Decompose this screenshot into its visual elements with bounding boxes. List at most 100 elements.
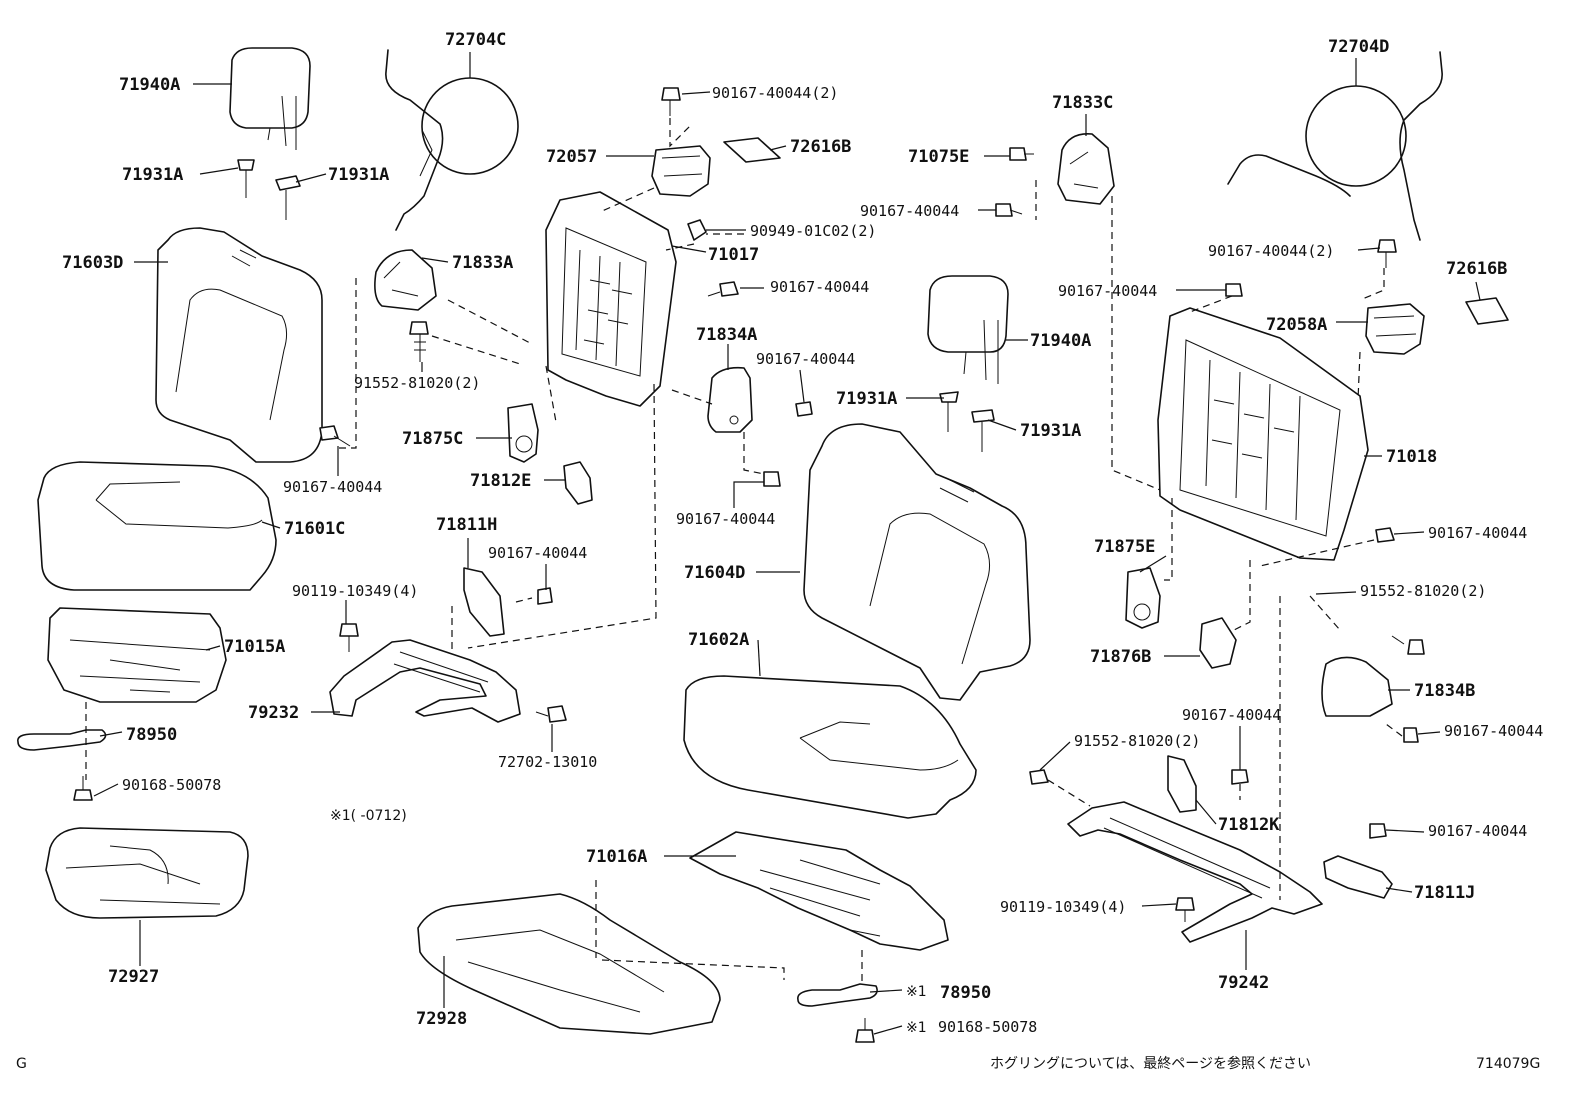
label-71833A: 71833A (452, 253, 513, 273)
label-90167-e: 90167-40044 (756, 350, 855, 368)
label-71811J: 71811J (1414, 883, 1475, 903)
label-71015A: 71015A (224, 637, 285, 657)
label-72058A: 72058A (1266, 315, 1327, 335)
label-90167-l: 90167-40044 (1182, 706, 1281, 724)
pad-72616B-left (723, 137, 781, 163)
label-79242: 79242 (1218, 973, 1269, 993)
label-71834B: 71834B (1414, 681, 1475, 701)
headrest-center (927, 275, 1009, 384)
label-90167-k: 90167-40044 (1444, 722, 1543, 740)
recliner-cover-71875C (507, 403, 539, 463)
footer-diagram-id: 714079G (1476, 1056, 1540, 1072)
label-71931A-1: 71931A (122, 165, 183, 185)
headrest-guide-left-2 (275, 175, 301, 220)
label-79232: 79232 (248, 703, 299, 723)
bolt-90167-71811H (537, 587, 553, 605)
label-72057: 72057 (546, 147, 597, 167)
footer-left-code: G (16, 1056, 27, 1072)
hinge-cover-71834B (1321, 656, 1393, 717)
seat-tray-left (45, 827, 249, 919)
seat-back-pad-center (803, 423, 1031, 701)
label-71940A-left: 71940A (119, 75, 180, 95)
label-90168-mid: 90168-50078 (938, 1018, 1037, 1036)
hog-ring-strap-center (796, 983, 878, 1007)
bolt-90167-right-top (1377, 239, 1397, 268)
label-72704D: 72704D (1328, 37, 1389, 57)
recliner-cable-left (385, 49, 519, 231)
bracket-71811J (1323, 855, 1393, 899)
hinge-cover-right (1057, 133, 1115, 205)
label-71604D: 71604D (684, 563, 745, 583)
label-90167-i: 90167-40044 (1058, 282, 1157, 300)
seat-back-frame-left (545, 191, 677, 407)
seat-cushion-pad-left (37, 461, 277, 591)
bolt-90167-top (661, 87, 681, 116)
label-90167-j: 90167-40044 (1428, 524, 1527, 542)
headrest-guide-left-1 (237, 159, 255, 198)
bolt-71075E (1009, 147, 1034, 161)
label-78950-mid: 78950 (940, 983, 991, 1003)
bolt-90167-71834A-lower (763, 471, 781, 487)
label-72927: 72927 (108, 967, 159, 987)
label-71875C: 71875C (402, 429, 463, 449)
label-90167-h: 90167-40044(2) (1208, 242, 1334, 260)
label-72616B-1: 72616B (790, 137, 851, 157)
cushion-frame-left (47, 607, 227, 703)
note-1: ※1( -0712) (330, 808, 407, 824)
bolt-90167-71811J (1369, 823, 1387, 839)
bolt-91552-left (409, 321, 429, 362)
label-71931A-3: 71931A (836, 389, 897, 409)
bolt-90167-right-side (1375, 527, 1395, 543)
bolt-90167-frame (707, 281, 739, 297)
bolt-90119-left (339, 623, 359, 652)
seat-cushion-pad-center (683, 675, 977, 819)
bolt-90167-71834A-upper (795, 401, 813, 417)
hinge-cover-71834A (707, 366, 753, 433)
bracket-72057 (651, 145, 711, 197)
label-90167-a: 90167-40044 (283, 478, 382, 496)
bolt-90168-center (855, 1018, 875, 1043)
bolt-90168-left (73, 776, 93, 801)
seat-rail-79232 (329, 639, 521, 723)
pad-72616B-right (1465, 297, 1509, 325)
bolt-90119-right (1175, 897, 1195, 922)
headrest-left (229, 47, 311, 150)
seat-back-frame-right (1157, 307, 1369, 561)
label-72928: 72928 (416, 1009, 467, 1029)
label-90167-m: 90167-40044 (1428, 822, 1527, 840)
label-71811H: 71811H (436, 515, 497, 535)
recliner-cable-right (1227, 51, 1443, 241)
headrest-guide-center-2 (971, 409, 995, 452)
label-71812K: 71812K (1218, 815, 1280, 835)
label-72704C: 72704C (445, 30, 506, 50)
label-90168-left: 90168-50078 (122, 776, 221, 794)
label-71833C: 71833C (1052, 93, 1113, 113)
label-71017: 71017 (708, 245, 759, 265)
mark-1-b: ※1 (906, 1020, 927, 1036)
label-71931A-4: 71931A (1020, 421, 1081, 441)
mark-1-a: ※1 (906, 984, 927, 1000)
recliner-cover-71875E (1125, 567, 1161, 629)
label-71812E: 71812E (470, 471, 531, 491)
bolt-90167-71812K (1231, 769, 1249, 785)
label-90949: 90949-01C02(2) (750, 222, 876, 240)
seat-rail-79242 (1067, 801, 1323, 943)
label-91552-a: 91552-81020(2) (354, 374, 480, 392)
hinge-cover-left (374, 249, 437, 311)
label-90167-g: 90167-40044 (860, 202, 959, 220)
bracket-71812E (563, 461, 593, 505)
label-71875E: 71875E (1094, 537, 1155, 557)
footer-hog-ring-note: ホグリングについては、最終ページを参照ください (990, 1055, 1311, 1072)
label-71876B: 71876B (1090, 647, 1151, 667)
label-71603D: 71603D (62, 253, 123, 273)
label-90167-c: 90167-40044(2) (712, 84, 838, 102)
label-71940A-mid: 71940A (1030, 331, 1091, 351)
cushion-frame-center (689, 831, 949, 951)
label-90119-b: 90119-10349(4) (1000, 898, 1126, 916)
bolt-90167-71833C (995, 203, 1023, 217)
label-90167-f: 90167-40044 (676, 510, 775, 528)
seat-back-pad-left (155, 227, 323, 463)
bolt-90167-cushion-left (319, 425, 351, 447)
bolt-90167-71834B (1403, 727, 1419, 743)
